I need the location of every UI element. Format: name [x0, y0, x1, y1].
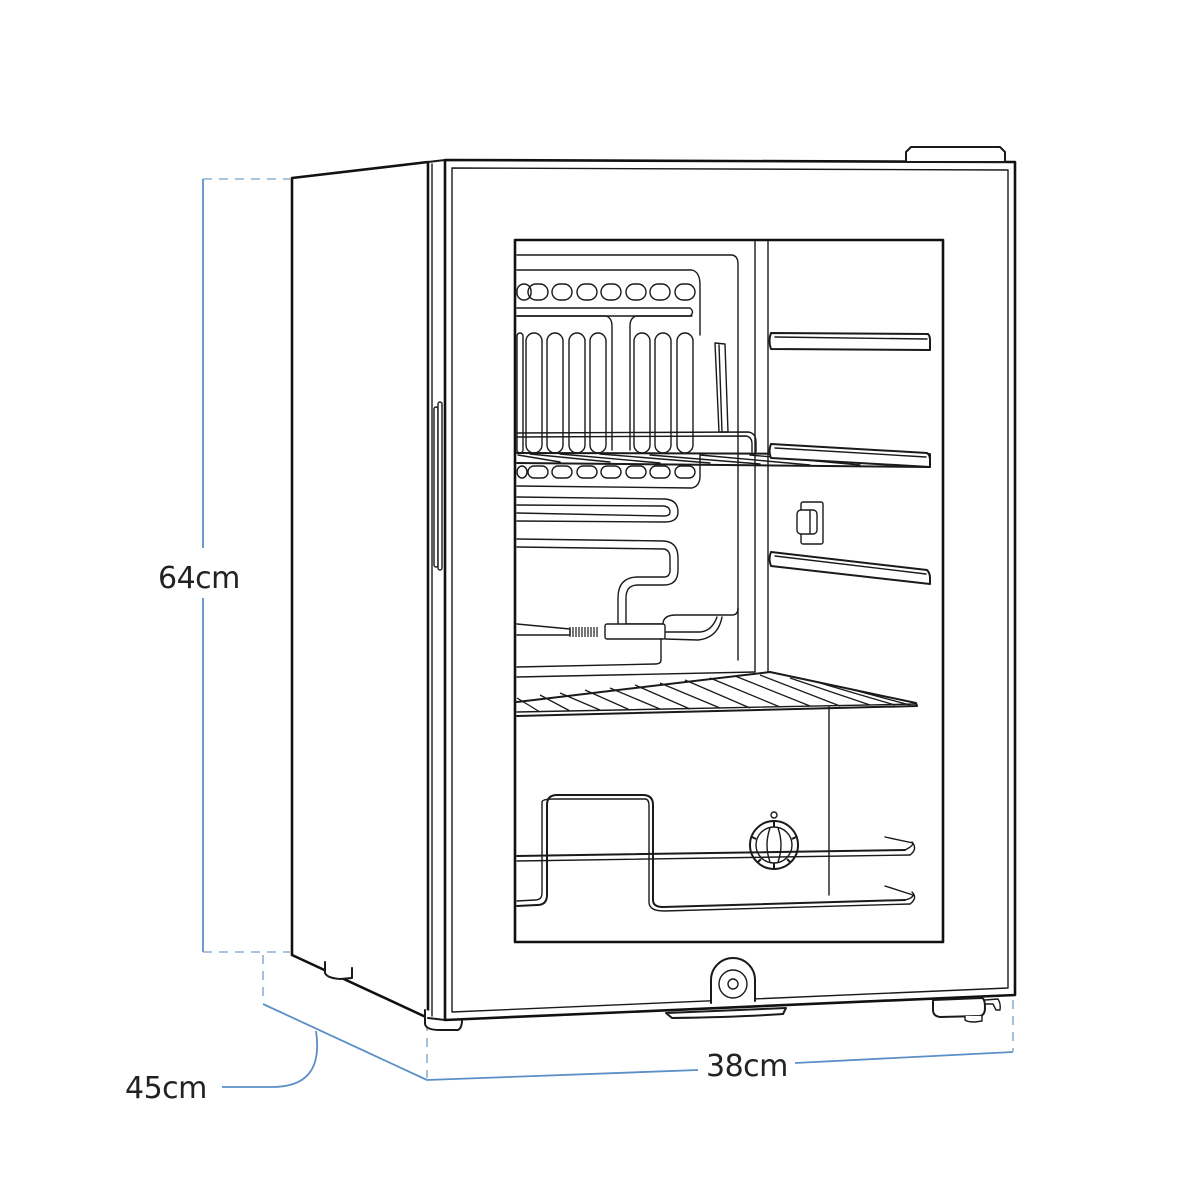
evaporator-slots-row-top — [516, 283, 696, 301]
refrigerant-tubing — [516, 496, 756, 678]
capillary-junction — [604, 623, 666, 640]
rear-foot — [324, 961, 353, 980]
door-handle-back — [437, 401, 443, 571]
evaporator-slots-row-bottom — [516, 454, 701, 489]
bottom-wire-rack — [516, 794, 916, 912]
door-edge — [427, 159, 446, 1021]
glass-pane — [513, 238, 945, 944]
width-label: 38cm — [706, 1049, 788, 1084]
wire-shelf-lower[interactable] — [516, 671, 918, 717]
depth-leader-line — [222, 1030, 318, 1088]
door-rail-2 — [768, 443, 931, 468]
bottom-vent-grille — [665, 1007, 787, 1019]
cabinet-side-panel — [290, 160, 463, 1031]
light-switch — [796, 501, 824, 545]
door-rail-1 — [768, 332, 931, 351]
filter-drier-coil — [569, 627, 598, 637]
top-hinge-cover — [905, 146, 1006, 163]
width-dimension-line-left — [426, 1069, 699, 1081]
width-dimension-line-right — [794, 1051, 1014, 1064]
door-rail-3 — [768, 551, 931, 585]
bottom-hinge — [932, 997, 1001, 1023]
depth-dimension: 45cm — [125, 955, 428, 1106]
glass-window — [513, 238, 945, 944]
temperature-dial[interactable] — [749, 811, 799, 870]
depth-label: 45cm — [125, 1071, 207, 1106]
dial-indicator-dot — [770, 811, 778, 819]
height-dimension: 64cm — [158, 178, 290, 953]
door-lock[interactable] — [710, 957, 756, 1004]
depth-dimension-line — [262, 1003, 428, 1081]
door-bottom — [665, 957, 1001, 1023]
width-dimension: 38cm — [426, 1000, 1014, 1084]
height-label: 64cm — [158, 561, 240, 596]
